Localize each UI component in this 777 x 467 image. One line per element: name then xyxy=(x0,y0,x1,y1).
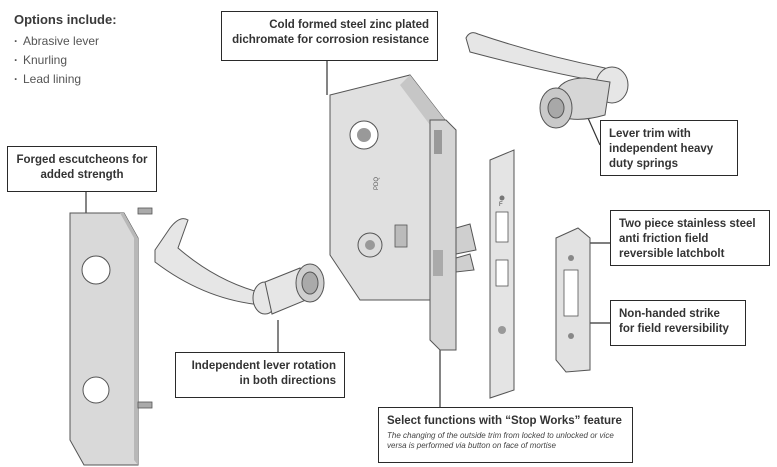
option-item: Knurling xyxy=(14,51,117,70)
callout-lever-rotation-text: Independent lever rotation in both direc… xyxy=(191,360,336,387)
callout-lever-trim: Lever trim with independent heavy duty s… xyxy=(600,120,738,176)
case-label: PDQ xyxy=(374,177,380,190)
option-item: Lead lining xyxy=(14,70,117,89)
callout-latchbolt: Two piece stainless steel anti friction … xyxy=(610,210,770,266)
lock-case: PDQ xyxy=(329,74,446,301)
callout-latchbolt-text: Two piece stainless steel anti friction … xyxy=(619,218,756,260)
callout-escutcheons: Forged escutcheons for added strength xyxy=(7,146,157,192)
callout-strike: Non-handed strike for field reversibilit… xyxy=(610,300,746,346)
outside-lever xyxy=(154,218,325,315)
faceplate-text: F xyxy=(499,202,503,208)
leader-lever-trim xyxy=(587,117,601,146)
armor-front-plate: F xyxy=(489,149,515,399)
option-item: Abrasive lever xyxy=(14,32,117,51)
callout-stop-works-description: The changing of the outside trim from lo… xyxy=(387,431,614,450)
latchbolt xyxy=(455,223,477,273)
callout-stop-works-title: Select functions with “Stop Works” featu… xyxy=(387,415,622,427)
callout-strike-text: Non-handed strike for field reversibilit… xyxy=(619,308,729,335)
options-panel: Options include: Abrasive lever Knurling… xyxy=(14,12,117,89)
callout-stop-works: Select functions with “Stop Works” featu… xyxy=(378,407,633,463)
inside-lever-trim xyxy=(465,32,629,129)
lock-faceplate xyxy=(429,119,457,351)
callout-lever-rotation: Independent lever rotation in both direc… xyxy=(175,352,345,398)
callout-escutcheons-text: Forged escutcheons for added strength xyxy=(16,154,148,181)
strike-plate xyxy=(555,227,591,373)
options-title: Options include: xyxy=(14,12,117,27)
options-list: Abrasive lever Knurling Lead lining xyxy=(14,32,117,89)
callout-cold-formed: Cold formed steel zinc plated dichromate… xyxy=(221,11,438,61)
callout-lever-trim-text: Lever trim with independent heavy duty s… xyxy=(609,128,714,170)
callout-cold-formed-text: Cold formed steel zinc plated dichromate… xyxy=(232,19,429,46)
escutcheon-plate xyxy=(69,207,153,466)
